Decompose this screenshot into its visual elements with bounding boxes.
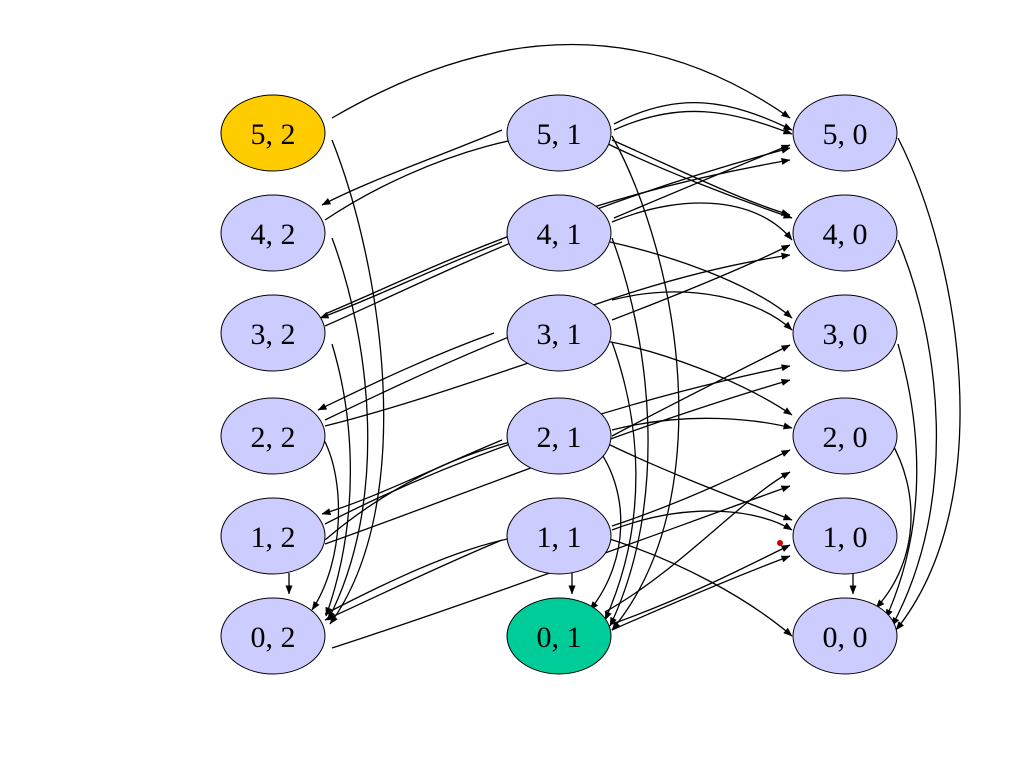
node-4-2-label: 4, 2 (251, 218, 296, 251)
edge-5 (611, 139, 791, 216)
node-4-2[interactable]: 4, 2 (220, 194, 326, 272)
edge-37 (604, 341, 637, 621)
edge-16 (611, 291, 793, 331)
edge-29 (604, 471, 791, 613)
edge-7 (319, 241, 503, 319)
node-5-2-label: 5, 2 (251, 118, 296, 151)
nodes-layer: 5, 2 4, 2 3, 2 2, 2 1, 2 0, 2 5, 1 (220, 94, 898, 675)
node-5-1-shape (506, 94, 612, 172)
node-1-0-label: 1, 0 (823, 521, 868, 554)
node-1-0[interactable]: 1, 0 (792, 497, 898, 575)
edge-33 (325, 343, 351, 617)
node-2-2-shape (220, 397, 326, 475)
edge-26 (611, 510, 793, 531)
node-5-0[interactable]: 5, 0 (792, 94, 898, 172)
node-1-2[interactable]: 1, 2 (220, 497, 326, 575)
edge-36 (609, 237, 649, 627)
node-3-1-shape (506, 294, 612, 372)
edge-35 (611, 135, 680, 631)
node-4-0-label: 4, 0 (823, 218, 868, 251)
node-4-0-shape (792, 194, 898, 272)
edge-42 (875, 439, 912, 609)
edge-38 (589, 445, 622, 611)
edge-40 (891, 239, 938, 627)
edge-3 (321, 129, 503, 206)
edge-10 (611, 202, 793, 241)
edge-11 (609, 241, 793, 319)
edge-31 (329, 139, 385, 625)
node-1-1-shape (506, 497, 612, 575)
edge-28 (611, 544, 791, 625)
node-2-0[interactable]: 2, 0 (792, 397, 898, 475)
node-0-2-label: 0, 2 (251, 621, 296, 654)
node-2-0-label: 2, 0 (823, 421, 868, 454)
node-0-1[interactable]: 0, 1 (506, 597, 612, 675)
node-2-2[interactable]: 2, 2 (220, 397, 326, 475)
node-2-0-shape (792, 397, 898, 475)
edge-1 (613, 101, 793, 131)
node-5-1[interactable]: 5, 1 (506, 94, 612, 172)
edge-32 (327, 237, 369, 621)
node-2-1[interactable]: 2, 1 (506, 397, 612, 475)
node-3-2-shape (220, 294, 326, 372)
node-4-1[interactable]: 4, 1 (506, 194, 612, 272)
node-1-2-shape (220, 497, 326, 575)
node-3-0[interactable]: 3, 0 (792, 294, 898, 372)
edge-23 (611, 449, 791, 527)
node-5-0-shape (792, 94, 898, 172)
node-3-1[interactable]: 3, 1 (506, 294, 612, 372)
node-1-1[interactable]: 1, 1 (506, 497, 612, 575)
node-1-1-label: 1, 1 (537, 521, 582, 554)
edge-17 (611, 344, 791, 437)
node-0-1-label: 0, 1 (537, 621, 582, 654)
node-1-0-shape (792, 497, 898, 575)
edge-0 (331, 43, 791, 119)
edge-24 (324, 539, 503, 621)
edge-21 (611, 417, 793, 431)
node-2-2-label: 2, 2 (251, 421, 296, 454)
node-0-2[interactable]: 0, 2 (220, 597, 326, 675)
edge-19 (321, 439, 503, 515)
node-3-2[interactable]: 3, 2 (220, 294, 326, 372)
node-3-0-shape (792, 294, 898, 372)
edge-27 (611, 555, 791, 631)
node-0-0-label: 0, 0 (823, 621, 868, 654)
node-0-1-shape (506, 597, 612, 675)
node-2-1-label: 2, 1 (537, 421, 582, 454)
edge-39 (895, 137, 961, 631)
node-5-0-label: 5, 0 (823, 118, 868, 151)
node-3-2-label: 3, 2 (251, 318, 296, 351)
node-4-1-label: 4, 1 (537, 218, 582, 251)
node-0-0-shape (792, 597, 898, 675)
edge-12 (611, 244, 791, 321)
node-0-2-shape (220, 597, 326, 675)
node-5-1-label: 5, 1 (537, 118, 582, 151)
node-0-0[interactable]: 0, 0 (792, 597, 898, 675)
node-3-1-label: 3, 1 (537, 318, 582, 351)
node-2-1-shape (506, 397, 612, 475)
red-marker-dot (777, 540, 783, 546)
node-1-2-label: 1, 2 (251, 521, 296, 554)
edge-14 (317, 332, 495, 411)
edge-41 (885, 343, 918, 619)
node-5-2[interactable]: 5, 2 (220, 94, 326, 172)
node-5-2-shape (220, 94, 326, 172)
edge-34 (311, 439, 340, 611)
edge-2 (613, 110, 793, 135)
node-3-0-label: 3, 0 (823, 318, 868, 351)
node-4-1-shape (506, 194, 612, 272)
node-4-2-shape (220, 194, 326, 272)
node-4-0[interactable]: 4, 0 (792, 194, 898, 272)
